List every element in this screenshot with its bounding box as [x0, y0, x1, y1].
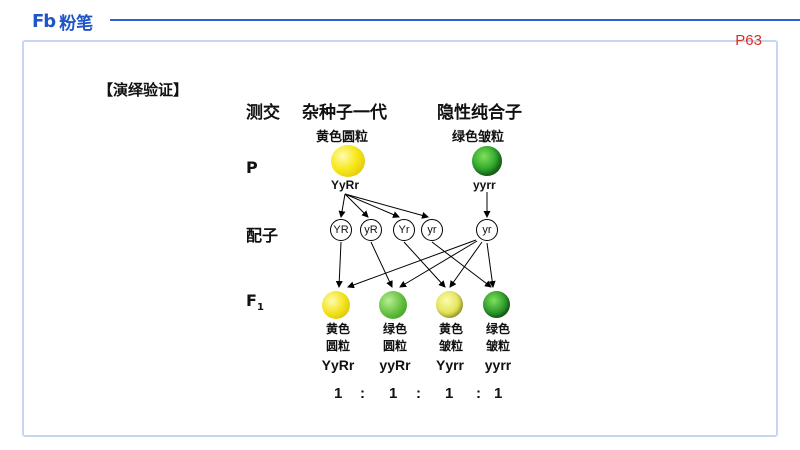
cross-label: 测交	[246, 103, 280, 123]
brand-logo: Fb 粉笔	[32, 9, 93, 34]
f1-phenotype-2: 绿色圆粒	[382, 322, 407, 353]
f1-pea-green-wrinkled	[483, 291, 510, 318]
parent-left-genotype: YyRr	[331, 178, 360, 192]
f1-phenotype-1: 黄色圆粒	[325, 322, 350, 353]
f1-pea-yellow-wrinkled	[436, 291, 463, 318]
right-parent-title: 隐性纯合子	[437, 103, 522, 123]
pea-green-wrinkled	[472, 146, 502, 176]
ratio-1: 1	[334, 385, 343, 402]
f1-subscript: 1	[256, 302, 264, 314]
gamete-yr-right: yr	[476, 219, 498, 241]
logo-mark: Fb	[32, 11, 56, 32]
gamete-Yr: Yr	[393, 219, 415, 241]
ratio-3: 1	[445, 385, 454, 402]
gamete-yR: yR	[360, 219, 382, 241]
f1-genotype-4: yyrr	[484, 357, 512, 373]
slide-frame	[22, 40, 778, 437]
parent-right-genotype: yyrr	[473, 178, 496, 192]
f1-letter: F	[246, 291, 257, 310]
header-rule	[110, 19, 800, 21]
f1-genotype-1: YyRr	[321, 357, 355, 373]
ratio-sep-1: :	[360, 385, 365, 402]
ratio-sep-2: :	[416, 385, 421, 402]
ratio-sep-3: :	[476, 385, 481, 402]
f1-pea-yellow-round	[322, 291, 350, 319]
ratio-2: 1	[389, 385, 398, 402]
f1-genotype-3: Yyrr	[435, 357, 465, 373]
row-label-f1: F1	[246, 291, 264, 313]
right-parent-phenotype: 绿色皱粒	[452, 130, 505, 145]
f1-phenotype-4: 绿色皱粒	[485, 322, 510, 353]
row-label-gametes: 配子	[246, 226, 279, 245]
logo-text: 粉笔	[59, 14, 94, 34]
row-label-p: P	[246, 158, 258, 177]
section-title: 【演绎验证】	[98, 81, 189, 99]
pea-yellow-round	[331, 145, 365, 177]
ratio-4: 1	[494, 385, 503, 402]
left-parent-title: 杂种子一代	[302, 103, 387, 123]
gamete-yr-left: yr	[421, 219, 443, 241]
left-parent-phenotype: 黄色圆粒	[316, 130, 369, 145]
f1-phenotype-3: 黄色皱粒	[438, 322, 463, 353]
f1-genotype-2: yyRr	[379, 357, 411, 373]
gamete-YR: YR	[330, 219, 352, 241]
page-number: P63	[735, 32, 762, 49]
f1-pea-green-round	[379, 291, 407, 319]
